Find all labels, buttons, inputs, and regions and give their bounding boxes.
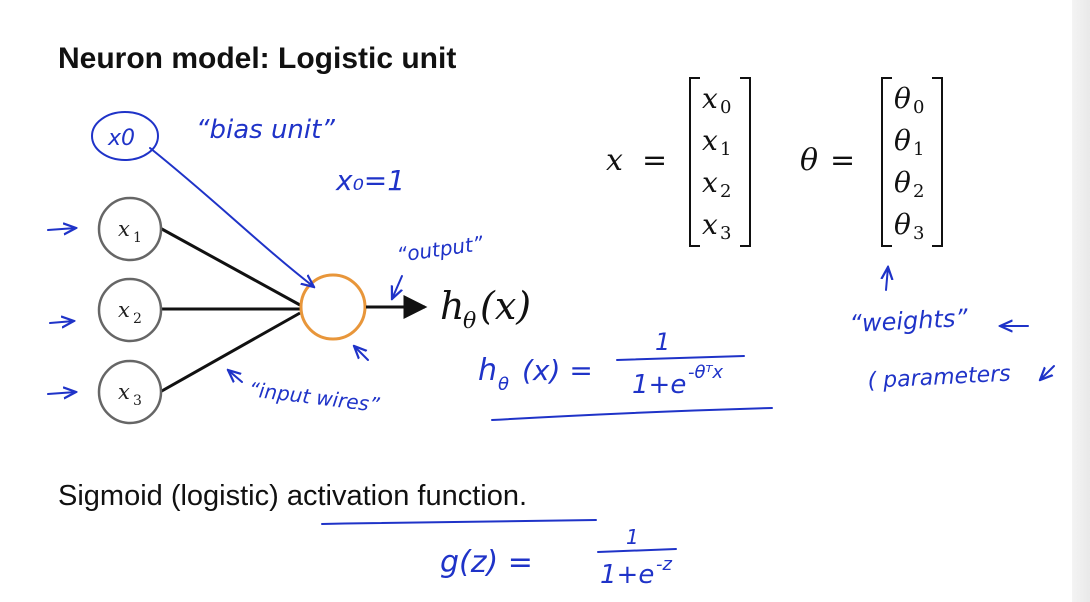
h-formula-h: h: [478, 353, 497, 388]
x-vector-entry-3: x: [702, 208, 718, 241]
x-vector-entry-3-sub: 3: [720, 223, 731, 244]
g-formula-denominator: 1+e: [600, 560, 654, 590]
output-label-arg: (x): [480, 284, 531, 328]
x-vector-entry-0-sub: 0: [720, 97, 731, 118]
output-label-theta: θ: [463, 309, 476, 334]
neuron-pointer-arrow: [354, 346, 369, 361]
h-formula-arg: (x) =: [522, 354, 593, 387]
h-formula-theta: θ: [498, 374, 509, 395]
h-formula: h θ (x) = 1 1+e -θᵀx: [478, 328, 723, 400]
slide-title: Neuron model: Logistic unit: [58, 42, 457, 75]
x-vector-entry-1: x: [702, 124, 718, 157]
x-vector-entry-1-sub: 1: [720, 139, 731, 160]
input-wires-annotation: “input wires”: [247, 377, 381, 417]
x-vector-entry-0: x: [702, 82, 718, 115]
input-wire-3: [159, 311, 301, 394]
sigmoid-caption-prefix: Sigmoid (logistic): [58, 480, 287, 512]
h-formula-fraction-bar: [616, 355, 745, 361]
theta-vector-entry-2: θ: [894, 166, 911, 199]
theta-vector: θ = θ 0 θ 1 θ 2 θ 3: [800, 77, 943, 247]
input-arrow-3: [47, 392, 76, 394]
bias-node-circle: [91, 111, 159, 161]
input-node-2-name: x: [118, 298, 130, 322]
theta-vector-entry-3-sub: 3: [913, 223, 924, 244]
x-vector-entry-2: x: [702, 166, 718, 199]
x0-equals-annotation: x₀=1: [335, 164, 405, 197]
bias-node-label: x0: [107, 126, 135, 151]
sigmoid-caption-underlined: activation function: [286, 480, 519, 512]
g-formula-exponent: -z: [656, 554, 672, 575]
h-formula-underline: [491, 407, 773, 421]
h-formula-exponent: -θᵀx: [688, 362, 723, 383]
sigmoid-caption: Sigmoid (logistic) activation function.: [58, 480, 527, 513]
input-arrow-2: [49, 321, 74, 323]
parameters-side-arrow: [1040, 365, 1055, 380]
input-node-2: x 2: [97, 277, 163, 343]
g-formula: g(z) = 1 1+e -z: [440, 525, 672, 590]
x-vector-right-bracket: [740, 77, 751, 247]
theta-vector-entry-1-sub: 1: [913, 139, 924, 160]
input-node-3: x 3: [97, 359, 163, 425]
output-label: h θ (x): [440, 284, 531, 334]
theta-vector-entry-3: θ: [894, 208, 911, 241]
g-formula-left: g(z) =: [440, 545, 533, 580]
bias-unit-annotation: “bias unit”: [196, 115, 335, 145]
scrollbar-strip[interactable]: [1072, 0, 1090, 602]
g-formula-numerator: 1: [626, 525, 639, 549]
weights-up-arrow: [886, 267, 888, 291]
theta-vector-entry-1: θ: [894, 124, 911, 157]
theta-vector-entry-0-sub: 0: [913, 97, 924, 118]
h-formula-numerator: 1: [655, 328, 670, 356]
neuron-node: [299, 273, 367, 341]
input-node-3-name: x: [118, 380, 130, 404]
x-vector-entry-2-sub: 2: [720, 181, 731, 202]
x-vector-equals: =: [642, 143, 667, 178]
parameters-annotation: ( parameters: [867, 362, 1011, 394]
input-node-1: x 1: [97, 196, 163, 262]
input-node-1-name: x: [118, 217, 130, 241]
theta-vector-entry-0: θ: [894, 82, 911, 115]
input-wire-1: [159, 226, 301, 307]
x-vector-symbol: x: [606, 143, 623, 178]
bias-wire: [149, 147, 314, 287]
x-vector-left-bracket: [689, 77, 700, 247]
output-pointer-arrow: [392, 275, 403, 299]
input-arrow-1: [47, 228, 76, 230]
theta-vector-entry-2-sub: 2: [913, 181, 924, 202]
theta-vector-symbol: θ: [800, 143, 818, 178]
h-formula-denominator: 1+e: [632, 370, 686, 400]
input-node-2-sub: 2: [133, 311, 142, 327]
theta-vector-equals: =: [830, 143, 855, 178]
x-vector: x = x 0 x 1 x 2 x 3: [606, 77, 751, 247]
theta-vector-left-bracket: [881, 77, 892, 247]
output-annotation: “output”: [395, 231, 485, 267]
g-formula-fraction-bar: [597, 548, 677, 553]
input-wires-pointer-arrow: [228, 370, 243, 383]
sigmoid-caption-suffix: .: [519, 480, 528, 512]
input-node-3-sub: 3: [133, 393, 142, 409]
weights-annotation: “weights”: [849, 304, 969, 338]
activation-function-underline: [321, 519, 597, 525]
theta-vector-right-bracket: [932, 77, 943, 247]
output-label-h: h: [440, 284, 464, 328]
input-node-1-sub: 1: [133, 230, 142, 246]
